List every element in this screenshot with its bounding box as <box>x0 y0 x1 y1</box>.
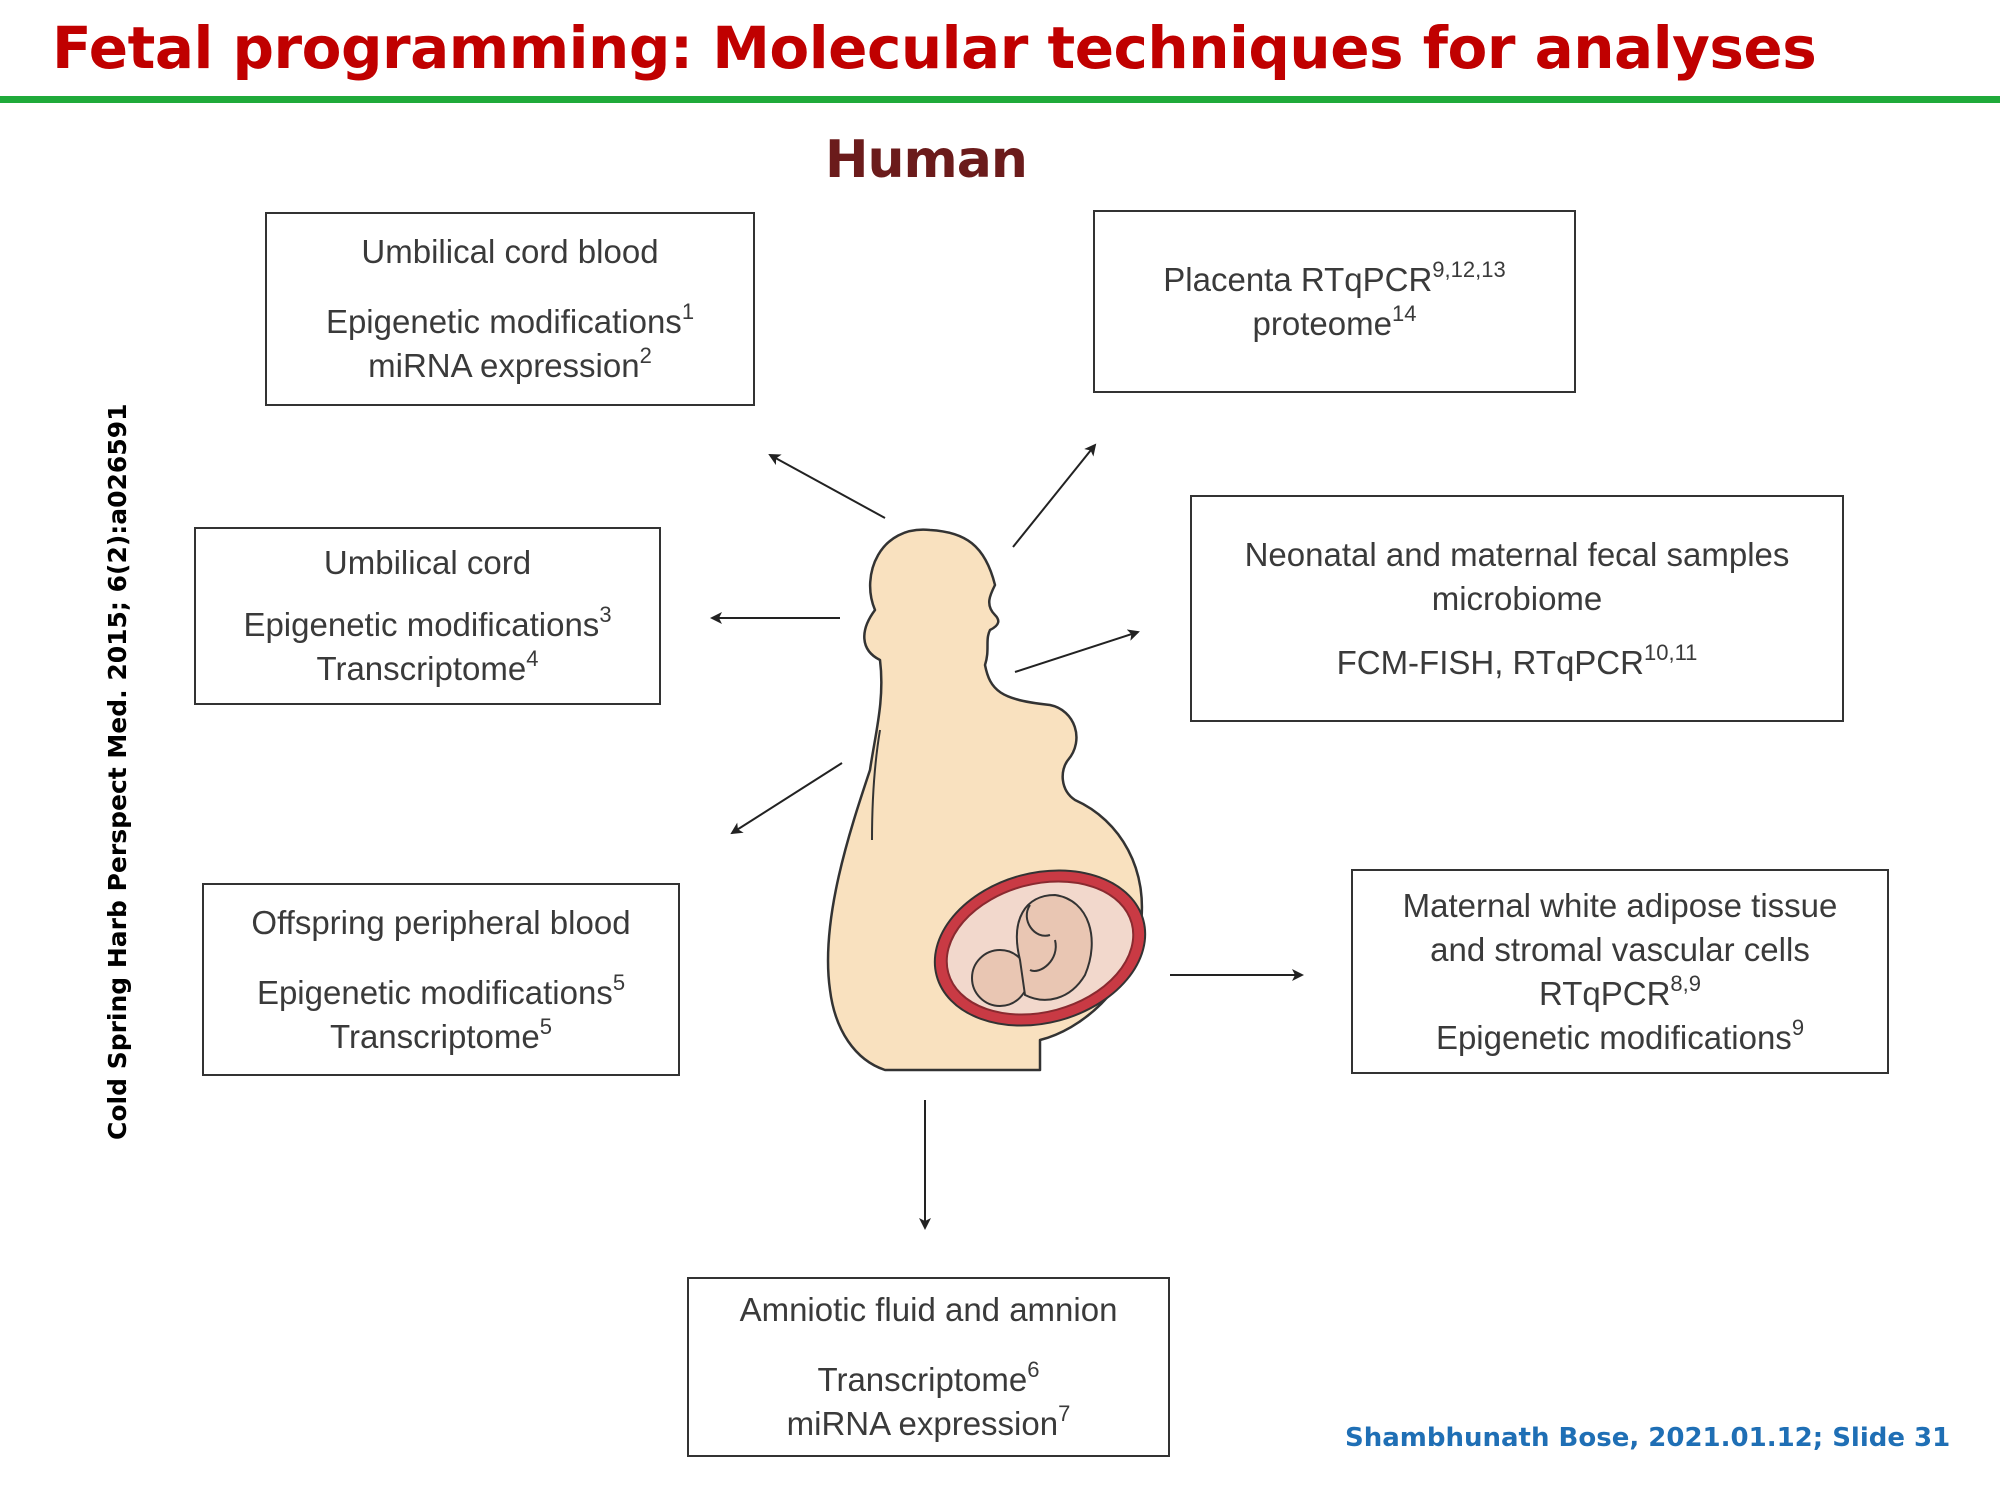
arrow-to-fecal <box>1014 629 1140 673</box>
box-offspring-peripheral-blood: Offspring peripheral blood Epigenetic mo… <box>202 883 680 1076</box>
box-title: Amniotic fluid and amnion <box>739 1291 1118 1328</box>
arm-outline <box>871 729 881 841</box>
box-amniotic-fluid: Amniotic fluid and amnion Transcriptome6… <box>687 1277 1170 1457</box>
slide-footer: Shambhunath Bose, 2021.01.12; Slide 31 <box>1345 1423 1951 1453</box>
box-umbilical-cord-blood: Umbilical cord blood Epigenetic modifica… <box>265 212 755 406</box>
box-title: Umbilical cord <box>323 544 532 581</box>
section-heading: Human <box>825 130 1028 190</box>
box-title: Offspring peripheral blood <box>251 903 631 941</box>
box-title: Umbilical cord blood <box>361 233 659 270</box>
box-placenta: Placenta RTqPCR9,12,13 proteome14 <box>1093 210 1576 393</box>
box-fecal-samples: Neonatal and maternal fecal samples micr… <box>1190 495 1844 722</box>
box-umbilical-cord: Umbilical cord Epigenetic modifications3… <box>194 527 661 705</box>
fetus-body <box>1015 893 1093 1001</box>
title-divider <box>0 96 2000 103</box>
box-maternal-adipose-tissue: Maternal white adipose tissue and stroma… <box>1351 869 1889 1074</box>
slide-title: Fetal programming: Molecular techniques … <box>52 14 1817 82</box>
arrow-to-offspring-blood <box>730 762 843 835</box>
fetus-limb <box>1025 904 1057 972</box>
arrow-to-cord-blood <box>768 454 886 519</box>
arrow-to-placenta <box>1012 443 1097 548</box>
box-title: Neonatal and maternal fecal samples <box>1244 535 1790 573</box>
